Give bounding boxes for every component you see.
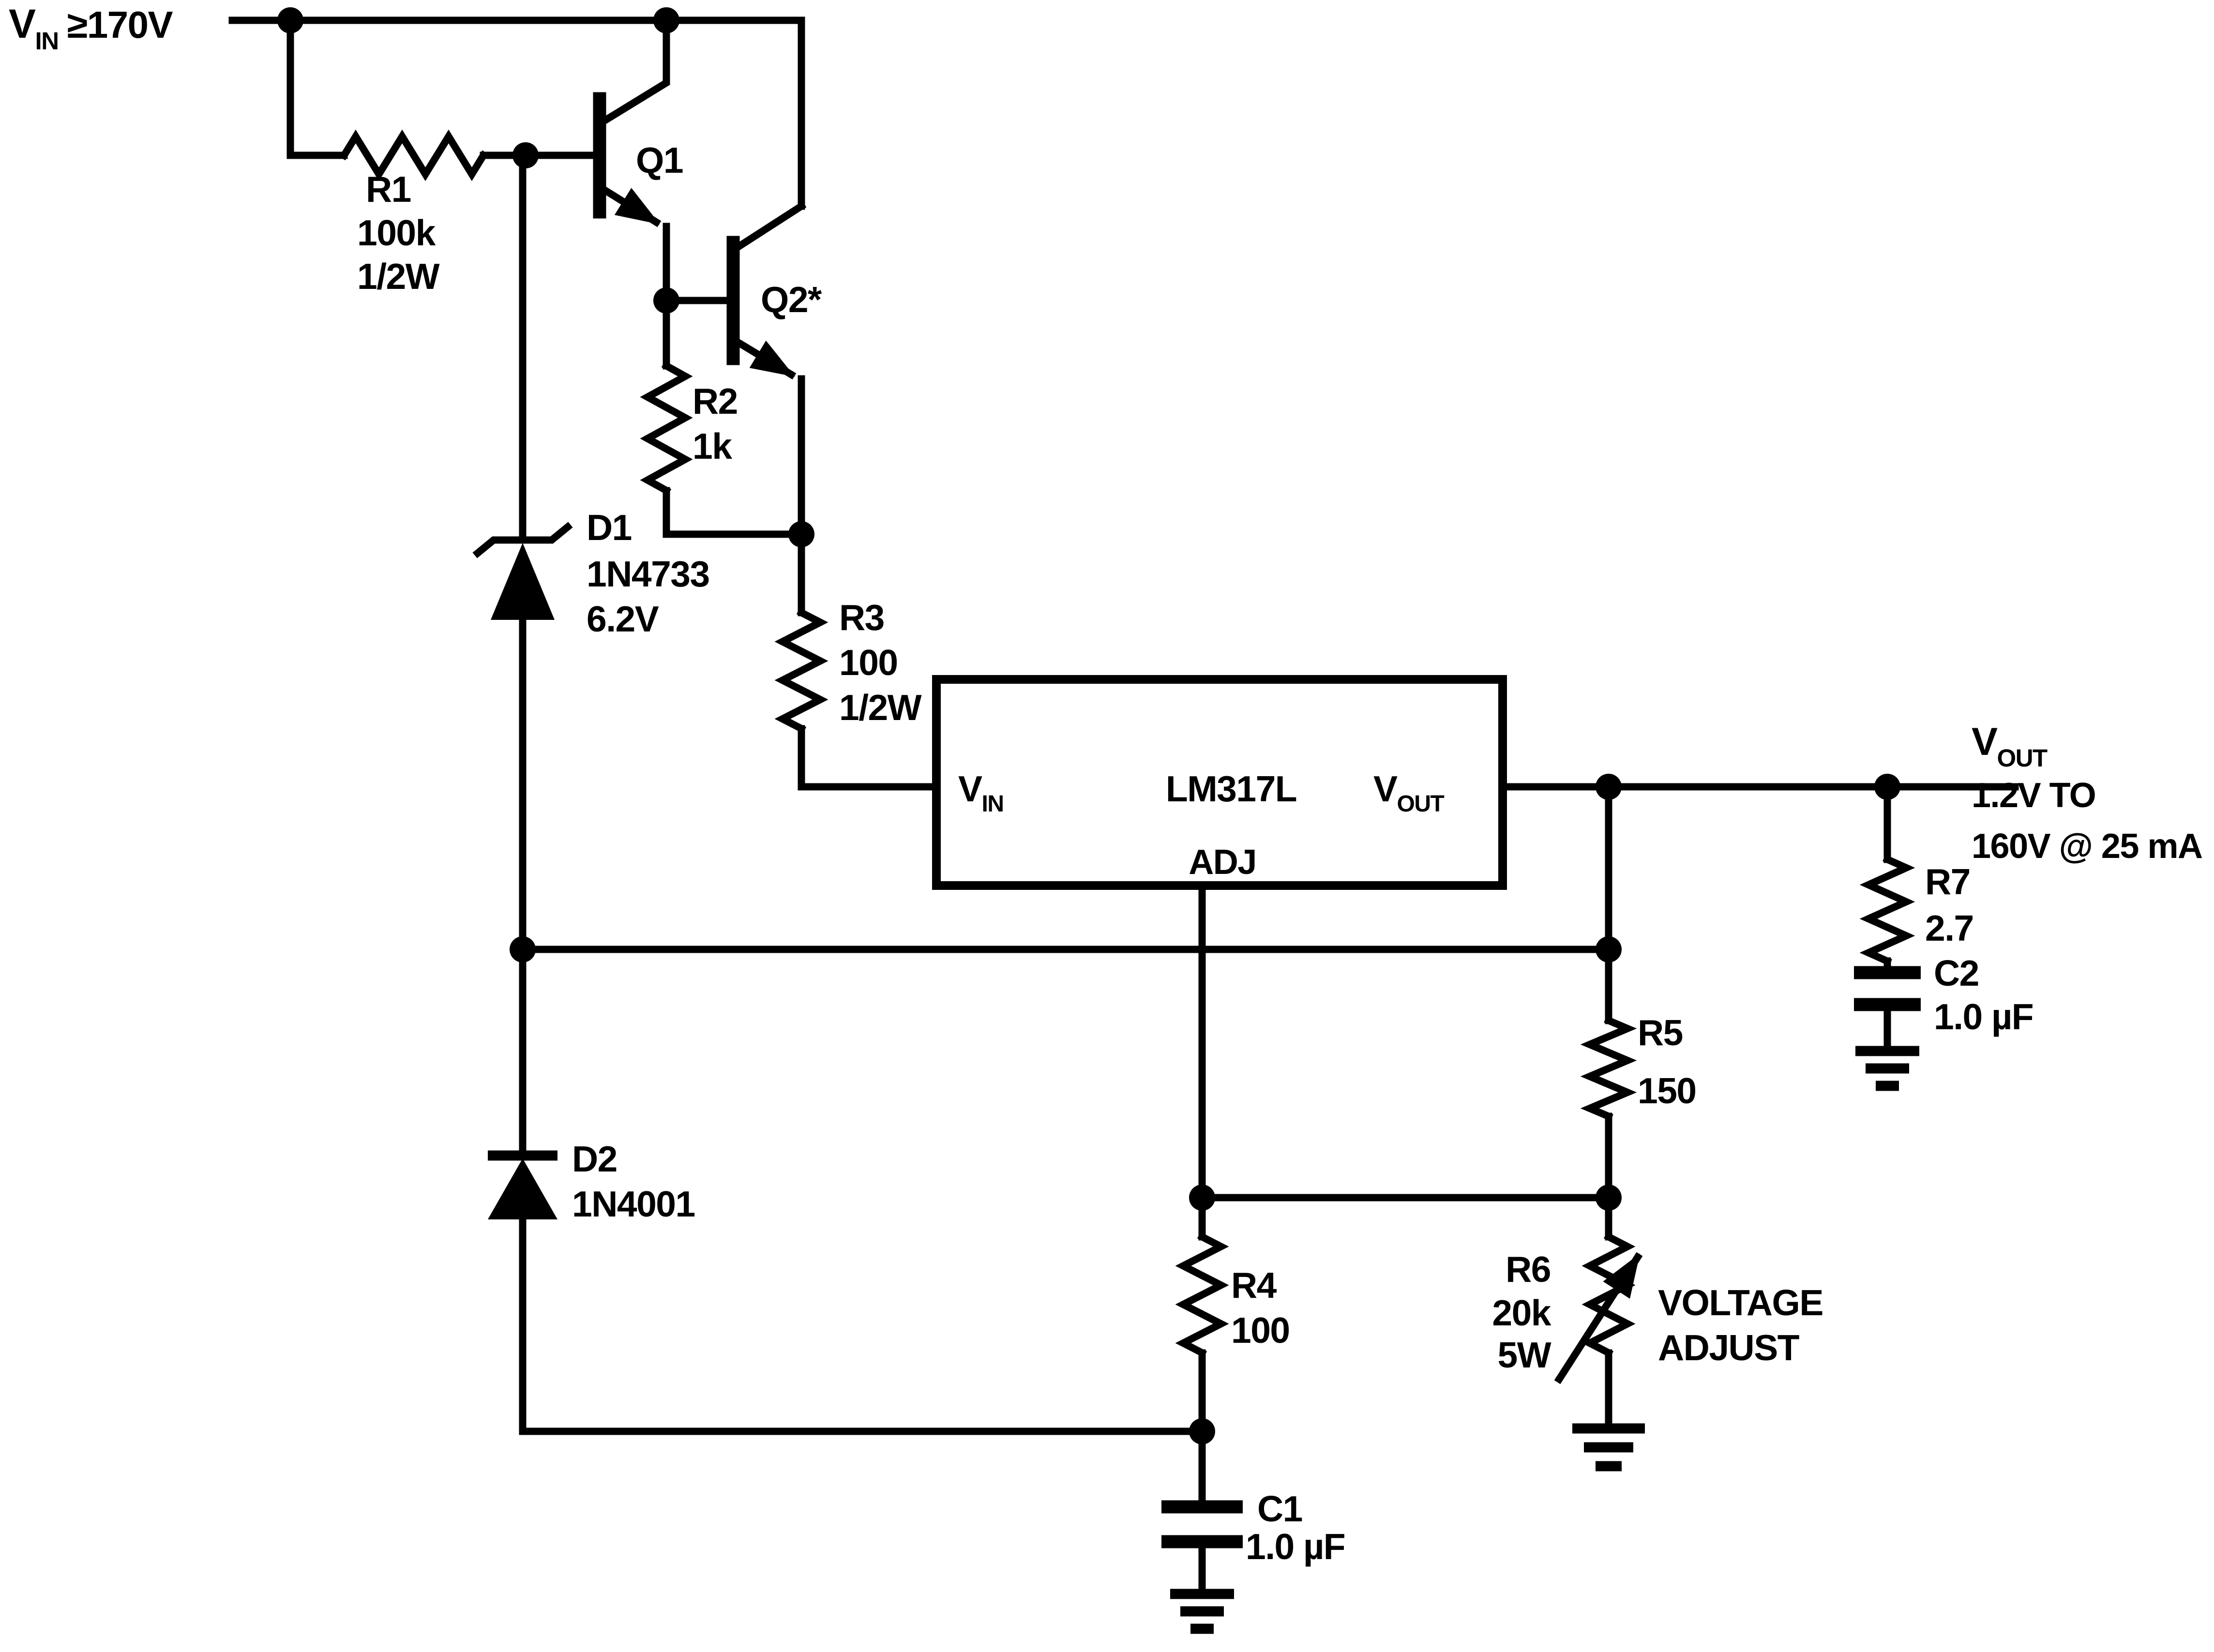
label-c2-value: 1.0 µF — [1934, 996, 2033, 1037]
ground-symbol-c1 — [1170, 1589, 1234, 1634]
d2-anode-triangle — [488, 1158, 557, 1219]
label-r3-value: 100 — [839, 642, 898, 683]
label-r1-value: 100k — [357, 212, 436, 253]
junction-dot — [512, 142, 539, 168]
label-r7-value: 2.7 — [1925, 908, 1973, 948]
output-range-line2: 160V @ 25 mA — [1972, 827, 2202, 866]
label-r5-ref: R5 — [1638, 1012, 1683, 1053]
resistors — [339, 129, 1915, 1384]
junction-dot — [1596, 1185, 1622, 1211]
junction-dot — [1189, 1185, 1215, 1211]
label-r6-rating: 5W — [1498, 1335, 1551, 1375]
junction-dot — [1189, 1418, 1215, 1444]
junction-dot — [277, 7, 303, 33]
resistor-r6-element — [1581, 1231, 1636, 1358]
transistor-q2 — [726, 236, 797, 380]
r6-adjust-arrow-icon — [1554, 1252, 1643, 1384]
output-range-line1: 1.2V TO — [1972, 776, 2095, 815]
wire-left-column-bottom — [519, 1216, 1206, 1435]
resistor-r5 — [1580, 1016, 1637, 1121]
label-r4-value: 100 — [1231, 1310, 1290, 1351]
resistor-r4 — [1175, 1231, 1229, 1358]
resistor-r2 — [640, 360, 693, 496]
wire-top-rail — [228, 16, 805, 210]
label-q2: Q2* — [761, 279, 822, 320]
label-c1-ref: C1 — [1257, 1488, 1302, 1529]
wire-q1-collector — [597, 16, 670, 127]
ground-symbol-c2 — [1855, 1046, 1919, 1091]
junction-dot — [510, 936, 536, 962]
lm317l-pin-vout: VOUT — [1373, 768, 1445, 817]
label-r3-ref: R3 — [839, 597, 884, 638]
labels: VIN≥170V VOUT 1.2V TO 160V @ 25 mA Q1 Q2… — [9, 1, 2203, 1567]
junction-dot — [1596, 936, 1622, 962]
wire-r3-to-vin-pin — [798, 725, 940, 791]
label-r1-rating: 1/2W — [357, 256, 440, 297]
q2-emitter-arrow-icon — [731, 336, 797, 380]
capacitor-c2 — [1854, 966, 1921, 1011]
resistor-r1 — [339, 129, 489, 181]
label-d1-value: 6.2V — [587, 599, 659, 639]
input-voltage-label: VIN≥170V — [9, 1, 173, 55]
label-r6-function-2: ADJUST — [1658, 1327, 1799, 1368]
d1-cathode-bar — [472, 522, 573, 558]
d1-anode-triangle — [491, 543, 555, 620]
label-r4-ref: R4 — [1231, 1265, 1277, 1306]
wire-q2-collector — [731, 201, 807, 254]
label-r3-rating: 1/2W — [839, 687, 922, 728]
label-d1-part: 1N4733 — [587, 554, 709, 594]
zener-d1 — [472, 522, 573, 620]
capacitor-c1 — [1161, 1500, 1243, 1548]
label-r1-ref: R1 — [366, 169, 411, 210]
lm317l-outline — [932, 675, 1507, 890]
label-d1-ref: D1 — [587, 507, 632, 548]
label-r5-value: 150 — [1638, 1070, 1696, 1111]
label-d2-ref: D2 — [572, 1139, 617, 1179]
lm317l-pin-adj: ADJ — [1189, 843, 1256, 882]
wires — [228, 16, 2019, 1595]
label-r2-value: 1k — [693, 426, 732, 466]
transistor-q1 — [593, 92, 662, 227]
label-c1-value: 1.0 µF — [1246, 1526, 1345, 1567]
label-d2-part: 1N4001 — [572, 1184, 695, 1224]
label-r6-ref: R6 — [1506, 1249, 1551, 1290]
label-r6-value: 20k — [1492, 1292, 1551, 1333]
resistor-r7 — [1859, 855, 1915, 966]
junction-dot — [1596, 774, 1622, 800]
junction-dots — [277, 7, 1900, 1444]
lm317l-pin-vin: VIN — [958, 768, 1004, 817]
diode-d2 — [488, 1150, 557, 1219]
wire-r2-bottom-lead — [663, 487, 805, 538]
q1-emitter-arrow-icon — [597, 183, 662, 227]
junction-dot — [1874, 774, 1900, 800]
ground-symbol-r6 — [1572, 1423, 1645, 1472]
output-voltage-label: VOUT — [1972, 720, 2048, 772]
label-c2-ref: C2 — [1934, 953, 1979, 993]
label-r2-ref: R2 — [693, 381, 738, 421]
junction-dot — [788, 521, 814, 547]
label-r6-function-1: VOLTAGE — [1658, 1282, 1823, 1323]
junction-dot — [653, 287, 679, 314]
resistor-r3 — [774, 607, 828, 734]
junction-dot — [653, 7, 679, 33]
lm317l-part-number: LM317L — [1166, 768, 1296, 809]
regulator-box: VIN LM317L VOUT ADJ — [932, 675, 1507, 890]
wire-r1-left-lead — [286, 16, 348, 159]
label-q1: Q1 — [636, 140, 683, 180]
label-r7-ref: R7 — [1925, 861, 1970, 902]
